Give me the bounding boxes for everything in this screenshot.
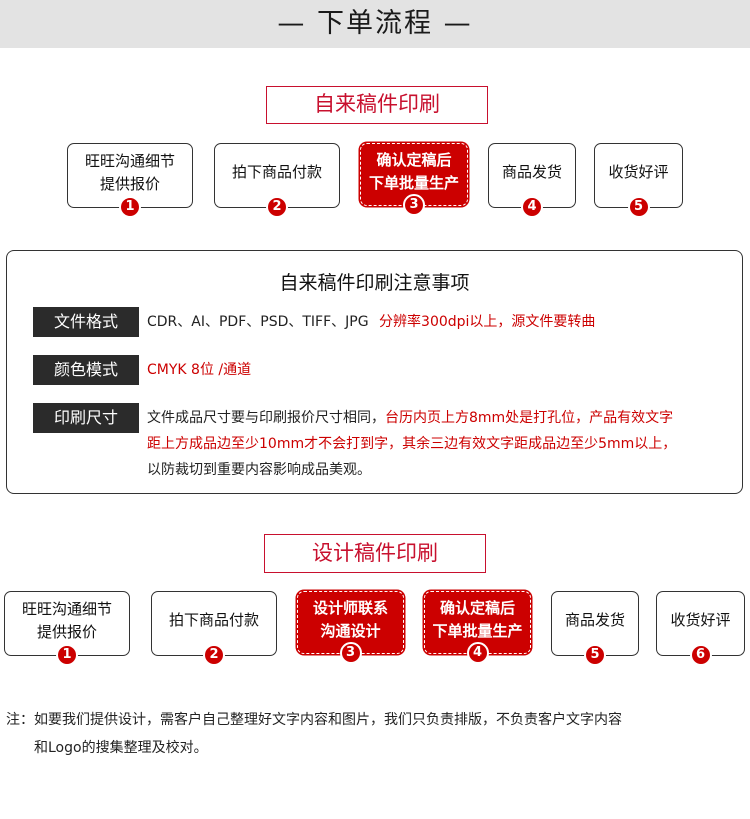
step-2-pay: 拍下商品付款 2 [214,143,340,218]
step-number-badge: 2 [266,196,288,218]
notes-box: 自来稿件印刷注意事项 文件格式 CDR、AI、PDF、PSD、TIFF、JPG … [6,250,743,494]
step-line1: 确认定稿后 [439,598,515,617]
print-size-line1-red: 台历内页上方8mm处是打孔位，产品有效文字 [385,410,674,426]
step-line1: 旺旺沟通细节 [84,151,175,170]
step-number-badge: 1 [119,196,141,218]
file-format-requirement: 分辨率300dpi以上，源文件要转曲 [379,314,596,330]
step-line1: 设计师联系 [312,598,388,617]
step-line2: 提供报价 [99,174,160,193]
section-title-self-upload: 自来稿件印刷 [266,86,488,124]
step-line2: 沟通设计 [320,621,381,640]
step-line1: 旺旺沟通细节 [21,599,112,618]
step-6-review: 收货好评 6 [656,591,745,666]
section-title-text: 设计稿件印刷 [312,541,438,565]
step-1-communicate: 旺旺沟通细节 提供报价 1 [4,591,130,666]
step-line2: 下单批量生产 [368,173,459,192]
step-number-badge: 5 [584,644,606,666]
section-title-text: 自来稿件印刷 [314,92,440,116]
print-size-text: 文件成品尺寸要与印刷报价尺寸相同，台历内页上方8mm处是打孔位，产品有效文字 距… [147,405,732,483]
file-format-text: CDR、AI、PDF、PSD、TIFF、JPG 分辨率300dpi以上，源文件要… [147,309,595,335]
step-number-badge: 6 [689,644,712,666]
tag-file-format: 文件格式 [33,307,139,337]
step-line1: 拍下商品付款 [168,611,259,629]
header-band: — 下单流程 — [0,0,750,48]
tag-print-size: 印刷尺寸 [33,403,139,433]
step-line1: 商品发货 [501,163,562,181]
step-line1: 收货好评 [608,163,669,181]
step-line2: 提供报价 [36,622,97,641]
step-3-designer-contact: 设计师联系 沟通设计 3 [297,591,404,664]
color-mode-text: CMYK 8位 /通道 [147,357,251,383]
tag-color-mode: 颜色模式 [33,355,139,385]
notes-title: 自来稿件印刷注意事项 [279,272,470,294]
step-number-badge: 1 [56,644,78,666]
section-title-design: 设计稿件印刷 [264,534,486,573]
step-number-badge: 3 [339,642,362,664]
step-1-communicate: 旺旺沟通细节 提供报价 1 [67,143,193,218]
step-4-confirm-produce: 确认定稿后 下单批量生产 4 [424,591,531,664]
step-3-confirm-produce: 确认定稿后 下单批量生产 3 [360,143,468,216]
step-number-badge: 3 [403,194,425,216]
footer-note-line2: 和Logo的搜集整理及校对。 [34,740,208,756]
step-line1: 拍下商品付款 [231,163,322,181]
footer-note: 注：如要我们提供设计，需客户自己整理好文字内容和图片，我们只负责排版，不负责客户… [6,706,622,762]
step-number-badge: 2 [203,644,225,666]
step-line1: 确认定稿后 [376,150,452,169]
step-5-review: 收货好评 5 [594,143,683,218]
step-number-badge: 4 [521,196,543,218]
step-number-badge: 4 [466,642,489,664]
print-size-line3-plain: 以防裁切到重要内容影响成品美观。 [147,462,371,478]
step-line2: 下单批量生产 [432,621,523,640]
page-title: — 下单流程 — [277,8,473,39]
step-4-ship: 商品发货 4 [488,143,576,218]
step-line1: 商品发货 [564,611,625,629]
color-mode-value: CMYK 8位 /通道 [147,362,252,378]
print-size-line2-red: 距上方成品边至少10mm才不会打到字，其余三边有效文字距成品边至少5mm以上， [147,436,677,452]
step-2-pay: 拍下商品付款 2 [151,591,277,666]
footer-note-line1: 注：如要我们提供设计，需客户自己整理好文字内容和图片，我们只负责排版，不负责客户… [6,712,622,728]
step-number-badge: 5 [627,196,650,218]
file-format-list: CDR、AI、PDF、PSD、TIFF、JPG [147,314,369,330]
print-size-line1-plain: 文件成品尺寸要与印刷报价尺寸相同， [147,410,385,426]
step-line1: 收货好评 [670,611,731,629]
step-5-ship: 商品发货 5 [551,591,639,666]
